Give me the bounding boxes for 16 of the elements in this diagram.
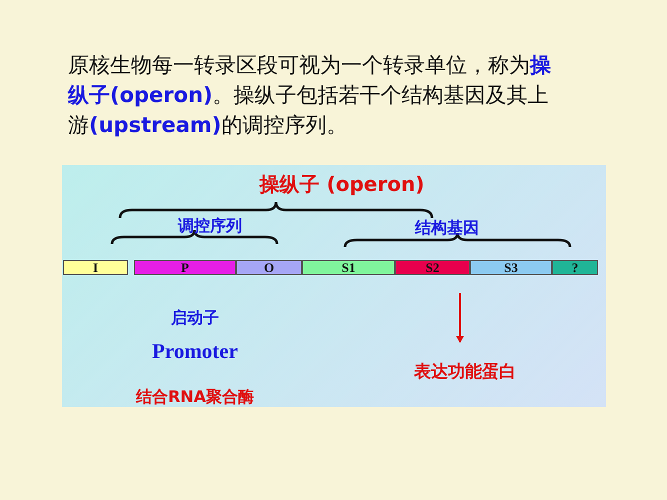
gene-segment: O [236,260,302,275]
gene-segment: S3 [470,260,552,275]
note-text: 结合RNA聚合酶 [136,387,254,408]
part-label: 启动子 [171,308,219,329]
intro-paragraph: 原核生物每一转录区段可视为一个转录单位，称为操纵子(operon)。操纵子包括若干个结构基因及其上游(upstream)的调控序列。 [68,52,552,139]
bracket-label: 调控序列 [178,216,242,237]
gene-segment: ? [552,260,598,275]
bracket-label: 操纵子 (operon) [260,171,424,198]
gene-segment: S1 [302,260,395,275]
gene-segment: I [63,260,128,275]
result-text: 表达功能蛋白 [414,360,516,383]
gene-segment: P [134,260,236,275]
bracket-label: 结构基因 [415,218,479,239]
gene-segment: S2 [395,260,470,275]
arrow [456,293,464,343]
part-label: Promoter [152,339,238,364]
